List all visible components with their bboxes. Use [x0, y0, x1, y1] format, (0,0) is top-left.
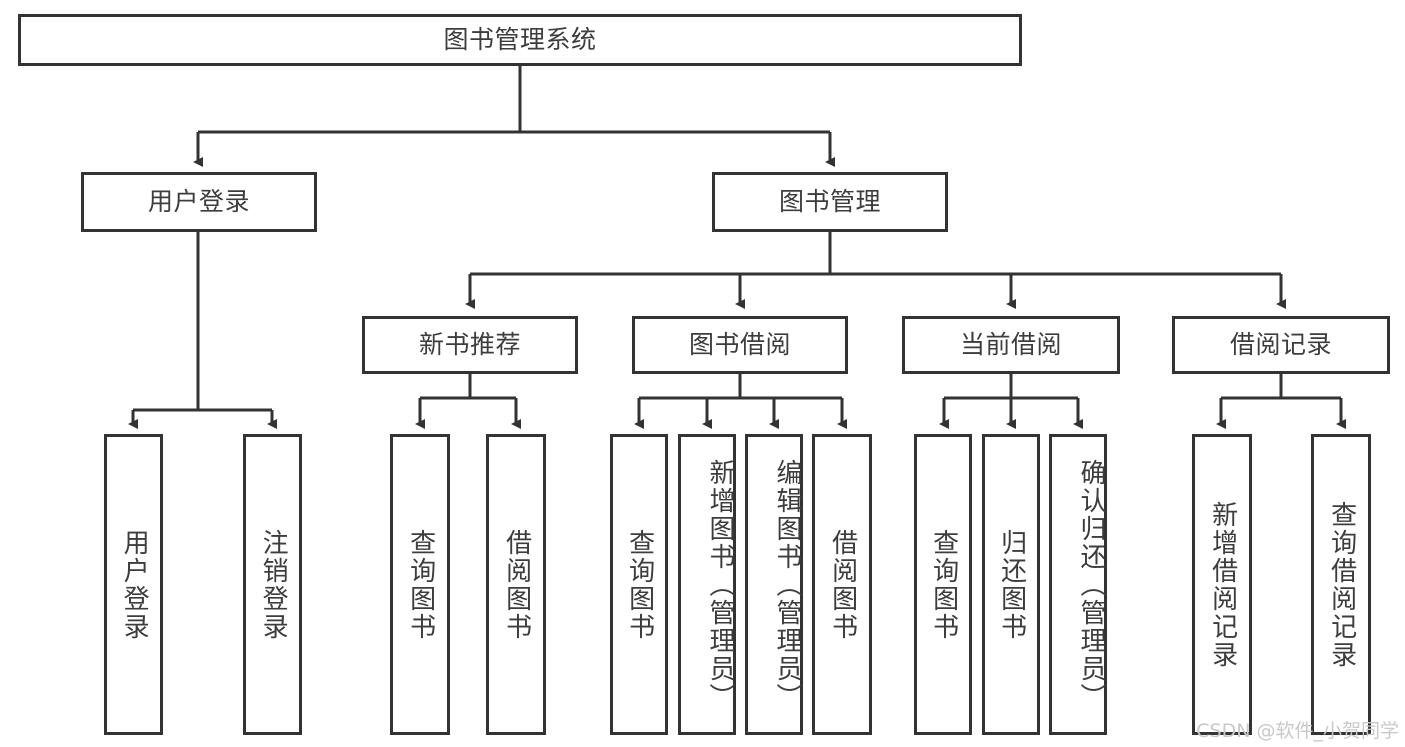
- node-label: 图书管理: [778, 186, 881, 216]
- leaf-confirm-return-admin[interactable]: 确认归还（管理员）: [1049, 434, 1107, 735]
- node-label: 新书推荐: [418, 329, 521, 359]
- node-label: 用户登录: [147, 186, 250, 216]
- node-label: 新增借阅记录: [1207, 500, 1238, 669]
- node-label: 查询图书: [624, 528, 655, 641]
- node-label: 注销登录: [258, 528, 289, 641]
- leaf-borrow-books-borrow[interactable]: 借阅图书: [812, 434, 872, 735]
- leaf-query-borrow-record[interactable]: 查询借阅记录: [1311, 434, 1371, 735]
- node-label: 图书借阅: [688, 329, 791, 359]
- leaf-user-login[interactable]: 用户登录: [104, 434, 163, 735]
- node-label: 查询图书: [928, 528, 959, 641]
- node-new-book-recommend[interactable]: 新书推荐: [362, 316, 578, 374]
- node-root-book-management-system[interactable]: 图书管理系统: [18, 14, 1022, 66]
- leaf-logout[interactable]: 注销登录: [243, 434, 302, 735]
- node-label: 用户登录: [119, 528, 150, 641]
- node-label: 当前借阅: [959, 329, 1062, 359]
- leaf-query-books-recommend[interactable]: 查询图书: [390, 434, 450, 735]
- leaf-add-borrow-record[interactable]: 新增借阅记录: [1192, 434, 1252, 735]
- leaf-add-book-admin[interactable]: 新增图书（管理员）: [678, 434, 736, 735]
- node-label: 借阅图书: [827, 528, 858, 641]
- node-label: 查询图书: [405, 528, 436, 641]
- leaf-query-books-current[interactable]: 查询图书: [914, 434, 972, 735]
- leaf-edit-book-admin[interactable]: 编辑图书（管理员）: [745, 434, 803, 735]
- node-label: 新增图书（管理员）: [705, 458, 735, 711]
- node-current-borrow[interactable]: 当前借阅: [902, 316, 1120, 374]
- leaf-query-books-borrow[interactable]: 查询图书: [610, 434, 668, 735]
- node-label: 归还图书: [996, 528, 1027, 641]
- node-borrow-record[interactable]: 借阅记录: [1172, 316, 1390, 374]
- node-label: 借阅记录: [1229, 329, 1332, 359]
- node-book-management[interactable]: 图书管理: [712, 172, 948, 232]
- node-label: 编辑图书（管理员）: [772, 458, 802, 711]
- node-label: 查询借阅记录: [1326, 500, 1357, 669]
- node-label: 确认归还（管理员）: [1076, 458, 1106, 711]
- csdn-watermark: CSDN @软件_小贺同学: [1196, 720, 1399, 742]
- node-label: 图书管理系统: [443, 24, 597, 54]
- node-book-borrow[interactable]: 图书借阅: [632, 316, 848, 374]
- node-label: 借阅图书: [501, 528, 532, 641]
- node-user-login[interactable]: 用户登录: [81, 172, 317, 232]
- leaf-return-book[interactable]: 归还图书: [982, 434, 1040, 735]
- leaf-borrow-books-recommend[interactable]: 借阅图书: [486, 434, 546, 735]
